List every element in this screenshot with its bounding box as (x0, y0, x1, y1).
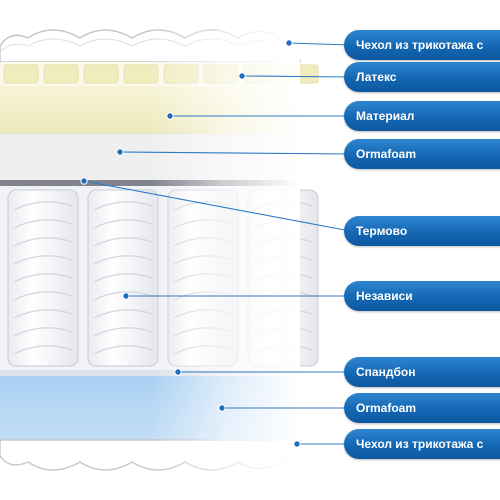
pocket-spring (87, 189, 159, 367)
label-text-cover-top: Чехол из трикотажа с (356, 38, 484, 52)
leader-dot-material (166, 112, 174, 120)
label-text-thermo: Термово (356, 224, 408, 238)
leader-dot-cover-bottom (293, 440, 301, 448)
latex-block (3, 64, 39, 84)
label-thermo: Термово (344, 216, 500, 246)
pocket-spring (7, 189, 79, 367)
latex-block (43, 64, 79, 84)
label-springs: Независи (344, 281, 500, 311)
label-ormafoam-bottom: Ormafoam (344, 393, 500, 423)
label-text-ormafoam-top: Ormafoam (356, 147, 417, 161)
leader-dot-springs (122, 292, 130, 300)
leader-line-ormafoam-top (119, 151, 351, 155)
leader-line-cover-top (288, 42, 351, 46)
leader-lines (80, 39, 351, 448)
label-text-springs: Независи (356, 289, 413, 303)
leader-dot-ormafoam-bottom (218, 404, 226, 412)
label-cover-top: Чехол из трикотажа с (344, 30, 500, 60)
label-text-ormafoam-bottom: Ormafoam (356, 401, 417, 415)
label-text-material: Материал (356, 109, 415, 123)
label-material: Материал (344, 101, 500, 131)
leader-dot-spandbond (174, 368, 182, 376)
latex-block (83, 64, 119, 84)
label-latex: Латекс (344, 62, 500, 92)
label-spandbond: Спандбон (344, 357, 500, 387)
label-ormafoam-top: Ormafoam (344, 139, 500, 169)
label-cover-bottom: Чехол из трикотажа с (344, 429, 500, 459)
leader-dot-thermo (80, 177, 88, 185)
label-text-spandbond: Спандбон (356, 365, 416, 379)
leader-dot-ormafoam-top (116, 148, 124, 156)
leader-line-latex (241, 75, 351, 78)
leader-dot-cover-top (285, 39, 293, 47)
label-text-cover-bottom: Чехол из трикотажа с (356, 437, 484, 451)
leader-dot-latex (238, 72, 246, 80)
label-text-latex: Латекс (356, 70, 397, 84)
leader-line-thermo (83, 180, 351, 232)
